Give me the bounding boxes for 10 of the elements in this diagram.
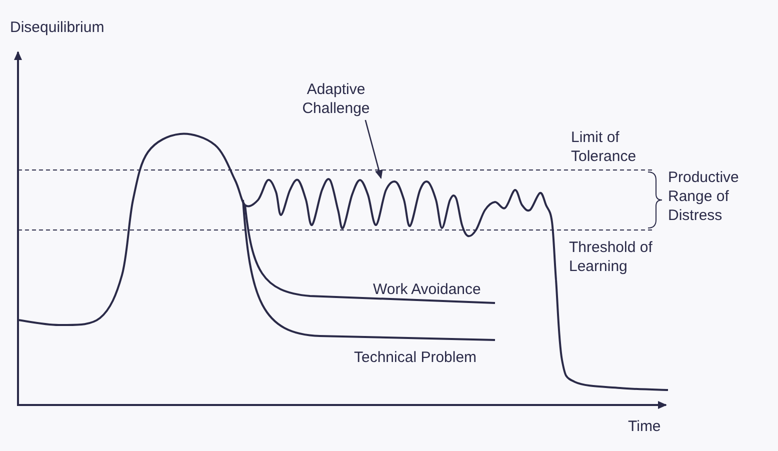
axis-label: Time	[628, 417, 661, 436]
line-label: Limit of Tolerance	[571, 128, 638, 166]
curve-label: Work Avoidance	[373, 280, 482, 299]
axis-label: Disequilibrium	[10, 18, 104, 37]
leader-arrow	[364, 120, 383, 179]
line-label: Threshold of Learning	[569, 238, 654, 276]
bracket-label: Productive Range of Distress	[668, 168, 740, 225]
curve-label: Technical Problem	[354, 348, 478, 367]
callout-text: Adaptive Challenge	[294, 80, 378, 118]
oscillating-curve	[244, 179, 557, 280]
